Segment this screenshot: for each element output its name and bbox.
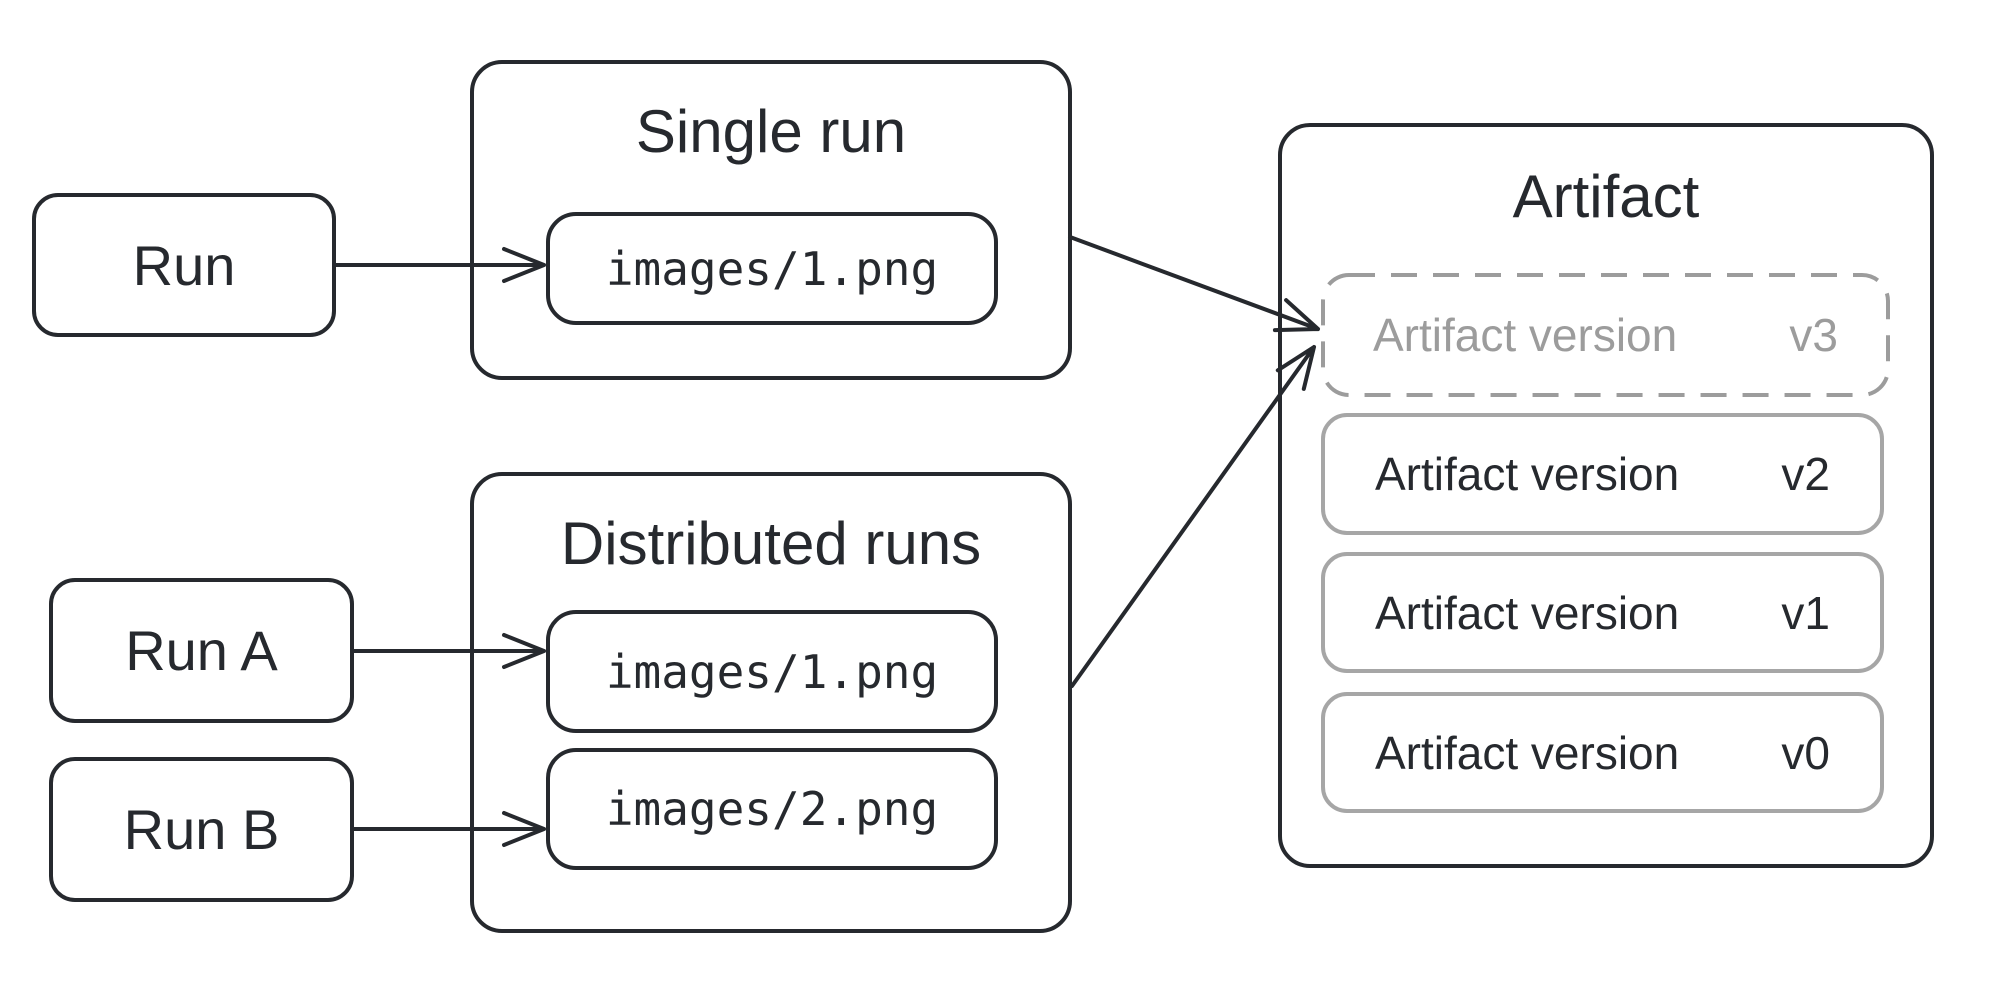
artifact-version-label: Artifact version: [1375, 586, 1680, 639]
artifact-version-row-v1: Artifact version v1: [1321, 552, 1884, 673]
distributed-runs-group: [470, 472, 1072, 933]
arrow-run-b-to-dist-file2-icon: [352, 811, 546, 847]
run-b-node: Run B: [49, 757, 354, 902]
run-node: Run: [32, 193, 336, 337]
single-run-file-box: images/1.png: [546, 212, 998, 325]
arrow-distributed-runs-to-v3-icon: [1070, 345, 1316, 688]
artifact-version-label: Artifact version: [1373, 309, 1678, 361]
run-node-label: Run: [132, 233, 236, 297]
artifact-version-row-v3: Artifact version v3: [1323, 275, 1888, 395]
artifact-version-row-v2: Artifact version v2: [1321, 413, 1884, 535]
artifact-group: [1278, 123, 1934, 868]
run-a-node-label: Run A: [125, 619, 278, 682]
single-run-file-path: images/1.png: [605, 241, 939, 296]
arrow-run-to-single-file-icon: [334, 247, 546, 283]
artifact-version-tag: v1: [1781, 586, 1830, 639]
arrow-single-run-to-v3-icon: [1068, 235, 1320, 333]
single-run-group-title: Single run: [635, 98, 907, 165]
artifact-version-tag: v2: [1781, 448, 1830, 500]
artifact-version-row-v0: Artifact version v0: [1321, 692, 1884, 813]
run-b-node-label: Run B: [123, 798, 280, 861]
artifact-version-tag: v3: [1789, 309, 1838, 361]
distributed-file-path-2: images/2.png: [605, 782, 939, 836]
distributed-file-box-1: images/1.png: [546, 610, 998, 733]
artifact-version-v3-dashed-outline: [1321, 273, 1890, 397]
artifact-version-label: Artifact version: [1375, 448, 1680, 500]
single-run-group: [470, 60, 1072, 380]
arrow-run-a-to-dist-file1-icon: [352, 633, 546, 669]
artifact-version-label: Artifact version: [1375, 726, 1680, 779]
artifact-group-title: Artifact: [1512, 163, 1700, 230]
artifact-version-tag: v0: [1781, 726, 1830, 779]
distributed-file-path-1: images/1.png: [605, 644, 939, 699]
distributed-runs-group-title: Distributed runs: [560, 510, 982, 577]
run-a-node: Run A: [49, 578, 354, 723]
distributed-file-box-2: images/2.png: [546, 748, 998, 870]
